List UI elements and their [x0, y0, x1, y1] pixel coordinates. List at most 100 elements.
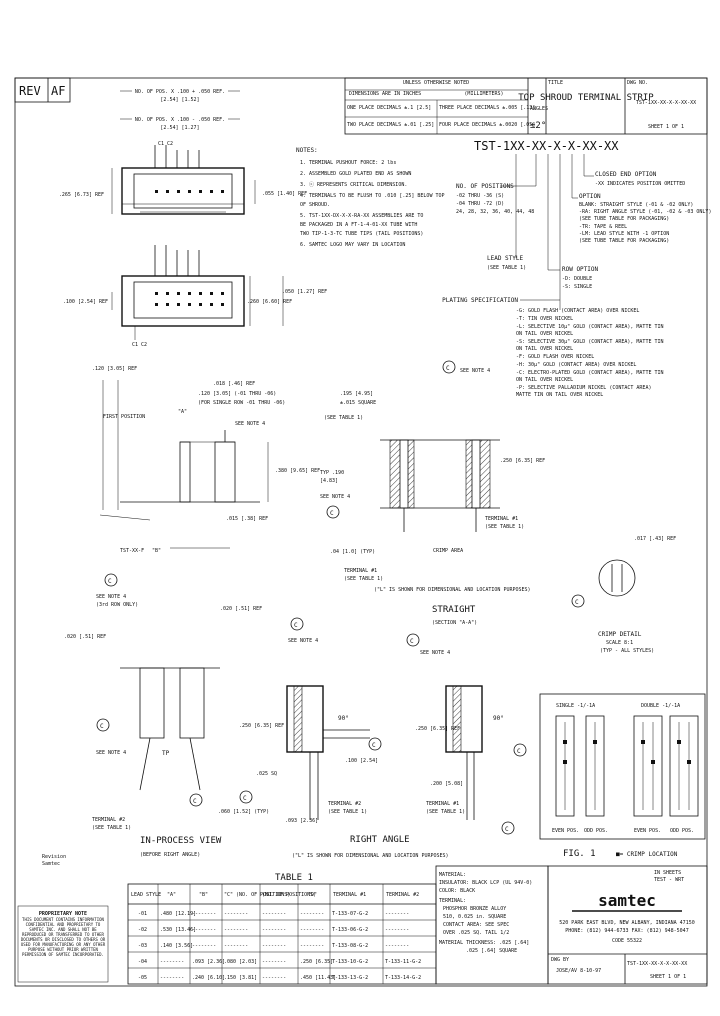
svg-text:C: C: [372, 742, 376, 749]
dim-120: .120 [3.05] REF: [92, 366, 137, 372]
svg-text:.250 [6.35] REF: .250 [6.35] REF: [415, 726, 460, 732]
pin-row-b: [155, 303, 224, 306]
svg-text:TP: TP: [162, 750, 170, 757]
svg-text:.140 [3.56]: .140 [3.56]: [160, 943, 193, 949]
dim-380: .380 [9.65] REF: [275, 468, 320, 474]
svg-text:C1 C2: C1 C2: [158, 141, 173, 147]
svg-text:BLANK: STRAIGHT STYLE (-01 & -: BLANK: STRAIGHT STYLE (-01 & -02 ONLY): [579, 202, 693, 208]
samtec-logo: samtec: [598, 891, 656, 910]
see-note-4a: SEE NOTE 4: [235, 421, 265, 427]
svg-text:ON TAIL OVER NICKEL: ON TAIL OVER NICKEL: [516, 331, 573, 337]
in-process-view: C SEE NOTE 4 (3rd ROW ONLY) .020 [.51] R…: [64, 573, 262, 858]
a-label: "A": [178, 409, 187, 415]
svg-text:C: C: [575, 599, 579, 606]
svg-text:-04 THRU -72 (D): -04 THRU -72 (D): [456, 201, 504, 207]
dim-195: .195 [4.95]: [340, 391, 373, 397]
svg-text:"B": "B": [199, 892, 208, 898]
svg-text:.200 [5.08]: .200 [5.08]: [430, 781, 463, 787]
svg-text:520 PARK EAST BLVD, NEW ALBANY: 520 PARK EAST BLVD, NEW ALBANY, INDIANA …: [559, 920, 694, 926]
svg-text:SHEET 1 OF 1: SHEET 1 OF 1: [650, 974, 686, 980]
svg-text:-P: SELECTIVE PALLADIUM NICKEL: -P: SELECTIVE PALLADIUM NICKEL (CONTACT …: [516, 385, 651, 391]
svg-text:(SEE TABLE 1): (SEE TABLE 1): [426, 809, 465, 815]
svg-text:SEE NOTE 4: SEE NOTE 4: [420, 650, 450, 656]
svg-text:LEAD STYLE: LEAD STYLE: [131, 892, 161, 898]
table-row: -05 -------- .240 [6.10] .150 [3.81] ---…: [138, 975, 421, 981]
tl-shown: ("L" IS SHOWN FOR DIMENSIONAL AND LOCATI…: [374, 587, 531, 593]
svg-text:SEE NOTE 4: SEE NOTE 4: [96, 750, 126, 756]
part-code: TST-1XX-XX-X-X-XX-XX: [474, 139, 619, 153]
row-option-heading: ROW OPTION: [562, 266, 599, 273]
dim-265: .265 [6.73] REF: [59, 192, 104, 198]
svg-text:EVEN POS.: EVEN POS.: [552, 828, 579, 834]
svg-text:C: C: [330, 510, 334, 517]
lead-style-heading: LEAD STYLE: [487, 255, 524, 262]
note-3: 3. ⓒ REPRESENTS CRITICAL DIMENSION.: [300, 181, 407, 188]
note-4: 4. TERMINALS TO BE FLUSH TO .010 [.25] B…: [300, 193, 445, 199]
straight-title: STRAIGHT: [432, 605, 476, 615]
svg-text:.240 [6.10]: .240 [6.10]: [192, 975, 225, 981]
svg-text:-03: -03: [138, 943, 147, 949]
right-angle-title: RIGHT ANGLE: [350, 835, 410, 845]
top-view-pins: C1 C2 .100 [2.54] REF .260 [6.60] REF .0…: [63, 245, 327, 348]
angles-value: ±2°: [530, 121, 546, 131]
three-place: THREE PLACE DECIMALS ±.005 [.13]: [439, 105, 535, 111]
svg-text:(SEE TABLE 1): (SEE TABLE 1): [92, 825, 131, 831]
note-5b: BE PACKAGED IN A FT-1-4-01-XX TUBE WITH: [300, 222, 417, 228]
svg-text:ON TAIL OVER NICKEL: ON TAIL OVER NICKEL: [516, 377, 573, 383]
svg-text:--------: --------: [192, 943, 216, 949]
svg-text:--------: --------: [160, 975, 184, 981]
svg-text:--------: --------: [224, 927, 248, 933]
plating-heading: PLATING SPECIFICATION: [442, 297, 518, 304]
svg-text:"A": "A": [167, 892, 176, 898]
figure-1: SINGLE -1/-1A DOUBLE -1/-1A EVEN POS. OD…: [539, 693, 706, 859]
see-note-4d: SEE NOTE 4: [320, 494, 350, 500]
crimp-location-legend: ■= CRIMP LOCATION: [616, 851, 678, 858]
in-process-title: IN-PROCESS VIEW: [140, 836, 222, 846]
dim-050: .050 [1.27] REF: [282, 289, 327, 295]
dim-a1: .120 [3.05] (-01 THRU -06): [198, 391, 276, 397]
title-block-top: UNLESS OTHERWISE NOTED DIMENSIONS ARE IN…: [344, 77, 708, 135]
dim-top-b-mm: [2.54] [1.27]: [160, 125, 199, 131]
proprietary-title: PROPRIETARY NOTE: [39, 911, 87, 917]
svg-text:T-133-13-G-2: T-133-13-G-2: [332, 975, 368, 981]
svg-text:-01: -01: [138, 911, 147, 917]
svg-text:ODD POS.: ODD POS.: [670, 828, 694, 834]
svg-text:-LM: LEAD STYLE WITH -1 OPTION: -LM: LEAD STYLE WITH -1 OPTION: [579, 231, 669, 237]
svg-text:CODE 55322: CODE 55322: [612, 938, 642, 944]
svg-text:ODD POS.: ODD POS.: [584, 828, 608, 834]
table-row: -04 -------- .093 [2.36] .080 [2.03] ---…: [138, 959, 421, 965]
svg-text:MATERIAL THICKNESS: .025 [.64]: MATERIAL THICKNESS: .025 [.64]: [439, 940, 529, 946]
proprietary-body: THIS DOCUMENT CONTAINS INFORMATION CONFI…: [20, 917, 106, 957]
notes-heading: NOTES:: [296, 147, 318, 154]
svg-text:--------: --------: [262, 959, 286, 965]
dim-top-a: NO. OF POS. X .100 + .050 REF.: [135, 89, 225, 95]
svg-text:--------: --------: [262, 911, 286, 917]
svg-text:MATERIAL:: MATERIAL:: [439, 872, 466, 878]
title-label: TITLE: [548, 80, 563, 86]
dim-ref-mm: .04 [1.0] (TYP): [330, 549, 375, 555]
material-block: MATERIAL: INSULATOR: BLACK LCP (UL 94V-0…: [435, 865, 549, 985]
dim-017: .017 [.43] REF: [634, 536, 676, 542]
svg-text:--------: --------: [300, 943, 324, 949]
b-label: "B": [152, 548, 161, 554]
svg-text:.020 [.51] REF: .020 [.51] REF: [220, 606, 262, 612]
sheet-number: SHEET 1 OF 1: [648, 124, 684, 130]
svg-text:--------: --------: [224, 911, 248, 917]
one-place: ONE PLACE DECIMALS ±.1 [2.5]: [347, 105, 431, 111]
svg-text:IN SHEETS: IN SHEETS: [654, 870, 681, 876]
fig-caption: FIG. 1: [563, 849, 596, 859]
svg-text:--------: --------: [300, 911, 324, 917]
svg-text:--------: --------: [192, 911, 216, 917]
svg-text:(NO. OF POSITIONS): (NO. OF POSITIONS): [262, 892, 316, 898]
svg-text:.250 [6.35]: .250 [6.35]: [300, 959, 333, 965]
crimp-detail-title: CRIMP DETAIL: [598, 631, 642, 638]
svg-text:90°: 90°: [493, 715, 504, 722]
svg-text:TERMINAL #2: TERMINAL #2: [92, 817, 125, 823]
svg-text:(SEE TUBE TABLE FOR PACKAGING): (SEE TUBE TABLE FOR PACKAGING): [579, 216, 669, 222]
tst-label: TST-XX-F: [120, 548, 144, 554]
svg-text:C: C: [100, 723, 104, 730]
svg-text:-G: GOLD FLASH (CONTACT AREA): -G: GOLD FLASH (CONTACT AREA) OVER NICKE…: [516, 308, 639, 314]
dim-250: .250 [6.35] REF: [500, 458, 545, 464]
svg-text:.093 [2.36]: .093 [2.36]: [192, 959, 225, 965]
